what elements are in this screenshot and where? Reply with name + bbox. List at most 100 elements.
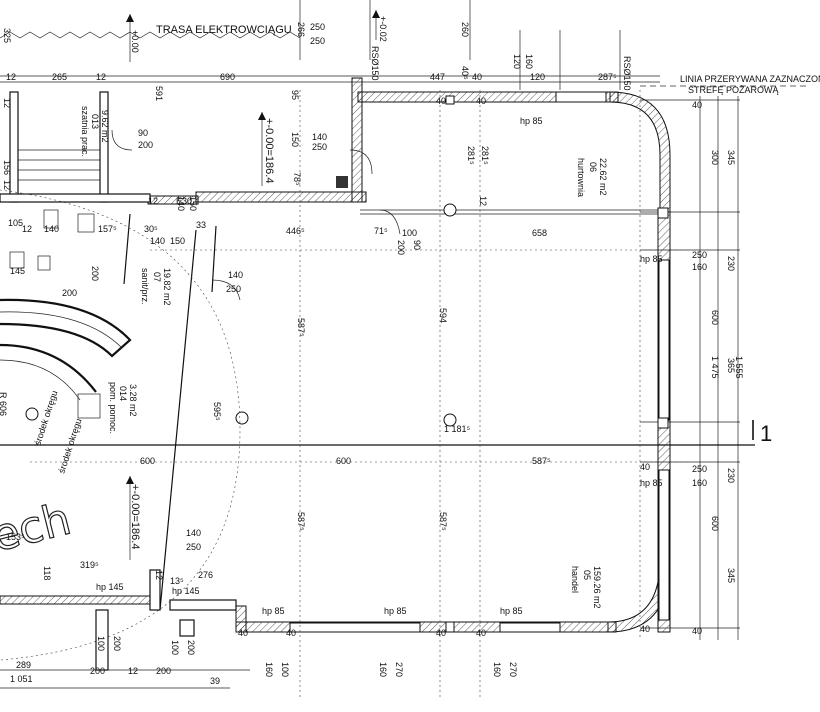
dimension-label: hp 145 xyxy=(172,586,200,596)
dimension-label: 600 xyxy=(710,516,720,531)
dimension-label: 250 xyxy=(692,250,707,260)
dimension-label: 120 xyxy=(530,72,545,82)
dimension-label: 1 181⁵ xyxy=(444,424,471,434)
level-000-top: +0.00 xyxy=(130,30,140,53)
dimension-label: 446⁵ xyxy=(286,226,305,236)
dimension-label: 587⁵ xyxy=(296,318,306,337)
dimension-label: 157⁵ xyxy=(98,224,117,234)
rs-label-1: RSØ150 xyxy=(370,46,380,81)
dimension-label: 12 xyxy=(2,180,12,190)
dimension-label: 587⁵ xyxy=(296,512,306,531)
dimension-label: 266 xyxy=(296,22,306,37)
dimension-label: 160 xyxy=(264,662,274,677)
dimension-label: 12 xyxy=(128,666,138,676)
radius-label: R 606 xyxy=(0,392,8,416)
room-013-name: szatnia prac. xyxy=(80,106,90,157)
dimension-label: 270 xyxy=(508,662,518,677)
dimension-label: 200 xyxy=(90,266,100,281)
dimension-label: 200 xyxy=(112,636,122,651)
level-marks xyxy=(126,10,380,560)
dimension-label: 40 xyxy=(436,96,446,106)
level-1864-bottom: +-0.00=186.4 xyxy=(129,484,141,549)
dimension-label: 145 xyxy=(10,266,25,276)
dimension-label: 40 xyxy=(640,462,650,472)
room-07-name: sanit/prz. xyxy=(140,268,150,305)
dimension-label: 100 xyxy=(402,228,417,238)
dimension-label: 95 xyxy=(290,90,300,100)
room-labels: hurtownia 06 22.62 m2 handel 05 159.26 m… xyxy=(0,106,608,609)
dimension-label: 40 xyxy=(238,628,248,638)
room-05-area: 159.26 m2 xyxy=(592,566,602,609)
dimension-label: 250 xyxy=(310,36,325,46)
fire-zone-note-2: STREFĘ POŻAROWĄ xyxy=(688,85,780,95)
dimension-label: 200 xyxy=(186,640,196,655)
dimension-label: 365 xyxy=(726,358,736,373)
dimension-label: 281⁵ xyxy=(466,146,476,165)
dimension-label: 90 xyxy=(138,128,148,138)
dimension-label: 319⁵ xyxy=(80,560,99,570)
dimension-label: 345 xyxy=(726,150,736,165)
dimension-label: 150 xyxy=(170,236,185,246)
level-002: +-0.02 xyxy=(378,16,388,42)
dimension-label: 281⁵ xyxy=(480,146,490,165)
dimension-label: 140 xyxy=(312,132,327,142)
room-07-number: 07 xyxy=(152,272,162,282)
section-line: 1 xyxy=(0,420,772,446)
dimension-label: 118 xyxy=(42,566,52,580)
room-07-area: 19.82 m2 xyxy=(162,268,172,306)
dimension-label: 265 xyxy=(52,72,67,82)
room-013-number: 013 xyxy=(90,114,100,129)
dimension-label: 200 xyxy=(396,240,406,255)
dimension-label: 156 xyxy=(2,160,12,175)
dimension-label: 40 xyxy=(476,628,486,638)
dimension-label: 39 xyxy=(210,676,220,686)
dimension-label: 591 xyxy=(154,86,164,101)
dimension-label: 12 xyxy=(96,72,106,82)
room-06-number: 06 xyxy=(588,162,598,172)
dimension-label: 160 xyxy=(524,54,534,69)
dimension-label: 276 xyxy=(198,570,213,580)
dimension-label: 40 xyxy=(472,72,482,82)
dimension-label: 33 xyxy=(196,220,206,230)
dimension-label: 200 xyxy=(90,666,105,676)
dimension-label: 600 xyxy=(140,456,155,466)
dimension-label: 40 xyxy=(286,628,296,638)
rs-labels: RSØ150 RSØ150 xyxy=(370,46,632,91)
dimension-label: 230 xyxy=(726,256,736,271)
dimension-label: hp 85 xyxy=(640,478,663,488)
dimension-label: 12 xyxy=(154,570,164,580)
dimension-label: 1 475 xyxy=(710,356,720,379)
dimension-label: 153⁵ xyxy=(6,532,25,542)
dimension-label: E30 xyxy=(176,196,192,206)
dimension-label: 230 xyxy=(726,468,736,483)
dimension-label: 250 xyxy=(692,464,707,474)
dimension-label: 587⁵ xyxy=(532,456,551,466)
dimension-label: 250 xyxy=(226,284,241,294)
dimension-label: 200 xyxy=(156,666,171,676)
dimension-label: 1 555 xyxy=(734,356,744,379)
dimension-label: 120 xyxy=(512,54,522,69)
room-014-number: 014 xyxy=(118,386,128,401)
dimension-label: 12 xyxy=(22,224,32,234)
dimension-label: hp 85 xyxy=(262,606,285,616)
dimension-label: 160 xyxy=(692,262,707,272)
dimension-label: 140 xyxy=(176,196,186,211)
dimension-label: 587⁵ xyxy=(438,512,448,531)
dimension-label: 40 xyxy=(692,626,702,636)
dimension-label: 140 xyxy=(228,270,243,280)
dimension-label: 105 xyxy=(8,218,23,228)
dimension-label: 140 xyxy=(150,236,165,246)
dimension-label: 12 xyxy=(148,196,158,206)
left-rooms xyxy=(0,91,401,611)
dimension-label: 90 xyxy=(412,240,422,250)
stamp-text: ech xyxy=(0,494,76,563)
section-marker: 1 xyxy=(760,421,772,446)
dimension-label: 600 xyxy=(336,456,351,466)
dimension-label: 150 xyxy=(290,132,300,147)
bottom-left-walls xyxy=(0,569,237,671)
rs-label-2: RSØ150 xyxy=(622,56,632,91)
dimension-label: 690 xyxy=(220,72,235,82)
srodek-okregu-2: środek okręgu xyxy=(56,417,83,474)
dimension-label: 447 xyxy=(430,72,445,82)
